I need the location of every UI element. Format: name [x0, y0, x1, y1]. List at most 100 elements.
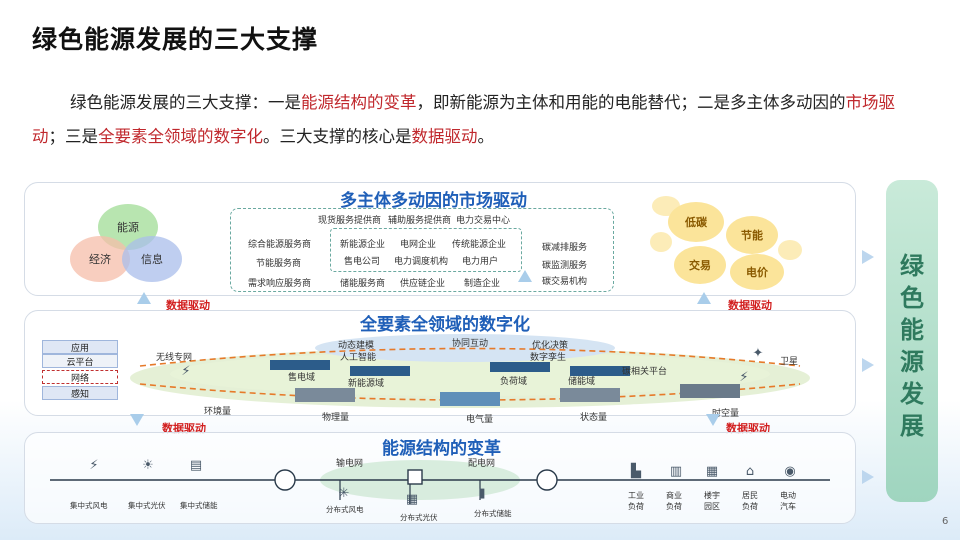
side-char-2: 色	[900, 284, 924, 312]
gold-bubble-energysaving: 节能	[726, 216, 778, 254]
digital-label-interaction: 协同互动	[452, 339, 489, 349]
gold-bubble-price: 电价	[730, 254, 784, 290]
market-mid2-2: 电力调度机构	[394, 257, 449, 267]
energy-title: 能源结构的变革	[382, 439, 501, 459]
quantity-status: 状态量	[580, 413, 608, 423]
market-top-1: 现货服务提供商	[318, 216, 382, 226]
distributed-wind-icon: ✳	[338, 486, 350, 501]
market-bottom-3: 制造企业	[464, 279, 501, 289]
satellite-icon: ✦	[752, 346, 764, 361]
side-char-5: 发	[900, 380, 924, 408]
grid-transmission: 输电网	[336, 459, 364, 469]
digital-label-ai: 人工智能	[340, 353, 377, 363]
layer-cloud: 云平台	[42, 354, 118, 368]
data-driven-label-2: 数据驱动	[728, 299, 772, 312]
page-number: 6	[942, 516, 949, 527]
residence-icon: ⌂	[745, 464, 755, 479]
side-char-1: 绿	[900, 252, 924, 280]
gold-label-trade: 交易	[689, 259, 711, 272]
para-text-5: 。	[477, 127, 495, 146]
storage-icon: ▤	[189, 458, 203, 473]
market-mid2-1: 售电公司	[344, 257, 381, 267]
digital-label-modeling: 动态建模	[338, 341, 375, 351]
market-participants-area	[230, 208, 614, 292]
right-item-commerce: 商业 负荷	[666, 491, 682, 511]
market-mid1-2: 电网企业	[400, 240, 437, 250]
gold-bubble-lowcarbon: 低碳	[668, 202, 724, 242]
energy-network-graphic	[50, 460, 830, 504]
distributed-storage-icon: ▮	[478, 486, 486, 501]
market-bottom-2: 供应链企业	[400, 279, 446, 289]
data-driven-arrow-left-bottom-icon	[130, 414, 144, 426]
gold-label-price: 电价	[746, 266, 768, 279]
layer-network: 网络	[42, 370, 118, 384]
market-top-3: 电力交易中心	[456, 216, 511, 226]
venn-label-energy: 能源	[117, 221, 139, 234]
left-item-wind: 集中式风电	[70, 501, 108, 510]
right-item-ev: 电动 汽车	[780, 491, 796, 511]
arrow-to-goal-1-icon	[862, 250, 874, 264]
venn-circle-economy: 经济	[70, 236, 130, 282]
data-driven-label-3: 数据驱动	[162, 422, 206, 435]
digital-label-carbon: 碳相关平台	[622, 367, 668, 377]
market-right-1: 碳减排服务	[542, 243, 588, 253]
gold-label-lowcarbon: 低碳	[685, 216, 707, 229]
arrow-to-goal-3-icon	[862, 470, 874, 484]
side-char-4: 源	[900, 348, 924, 376]
gold-bubble-trade: 交易	[674, 246, 726, 284]
data-driven-arrow-right-bottom-icon	[706, 414, 720, 426]
green-energy-panel	[886, 180, 938, 502]
mid-item-wind: 分布式风电	[326, 505, 364, 514]
market-mid1-3: 传统能源企业	[452, 240, 507, 250]
left-item-storage: 集中式储能	[180, 501, 218, 510]
grid-distribution: 配电网	[468, 459, 496, 469]
digital-title: 全要素全领域的数字化	[360, 315, 530, 335]
layer-sensing: 感知	[42, 386, 118, 400]
layer-label-cloud: 云平台	[66, 357, 94, 368]
data-driven-arrow-right-top-icon	[697, 292, 711, 304]
para-text-1: 绿色能源发展的三大支撑：一是	[70, 93, 301, 112]
page-title: 绿色能源发展的三大支撑	[32, 25, 319, 54]
data-driven-label-4: 数据驱动	[726, 422, 770, 435]
right-item-residence: 居民 负荷	[742, 491, 758, 511]
venn-label-economy: 经济	[89, 253, 111, 266]
para-highlight-3: 全要素全领域的数字化	[98, 127, 263, 146]
quantity-electrical: 电气量	[466, 415, 494, 425]
ev-icon: ◉	[784, 464, 796, 479]
market-left-2: 节能服务商	[256, 259, 302, 269]
para-text-2: ，即新能源为主体和用能的电能替代；二是多主体多动因的	[416, 93, 846, 112]
distributed-solar-icon: ▦	[405, 492, 419, 507]
layer-label-network: 网络	[70, 373, 89, 384]
quantity-spacetime: 时空量	[712, 409, 740, 419]
layer-label-sensing: 感知	[70, 389, 89, 400]
digital-label-decision: 优化决策	[532, 341, 569, 351]
digital-platform-graphic	[130, 334, 810, 408]
para-highlight-2: 市场驱动	[32, 93, 895, 146]
digital-label-load: 负荷域	[500, 377, 528, 387]
tower-icon-left: ⚡	[181, 364, 191, 379]
digital-label-satellite: 卫星	[780, 357, 799, 367]
mid-item-solar: 分布式光伏	[400, 513, 438, 522]
right-item-industry: 工业 负荷	[628, 491, 644, 511]
market-right-2: 碳监测服务	[542, 261, 588, 271]
para-highlight-4: 数据驱动	[411, 127, 478, 146]
market-bottom-1: 储能服务商	[340, 279, 386, 289]
wind-turbine-icon: ⚡	[89, 458, 99, 473]
bubble-decoration-2	[778, 240, 802, 260]
para-text-3: ；三是	[48, 127, 99, 146]
commerce-icon: ▥	[669, 464, 683, 479]
market-title: 多主体多动因的市场驱动	[340, 191, 527, 211]
market-left-3: 需求响应服务商	[248, 279, 312, 289]
digital-label-sales: 售电域	[288, 373, 316, 383]
gold-label-energysaving: 节能	[741, 229, 763, 242]
core-entities-box	[330, 228, 522, 272]
venn-circle-info: 信息	[122, 236, 182, 282]
data-driven-arrow-left-top-icon	[137, 292, 151, 304]
side-char-6: 展	[900, 412, 924, 440]
intro-paragraph: 绿色能源发展的三大支撑：一是能源结构的变革，即新能源为主体和用能的电能替代；二是…	[32, 86, 912, 154]
para-highlight-1: 能源结构的变革	[301, 93, 417, 112]
market-inner-arrow-icon	[518, 270, 532, 282]
market-mid1-1: 新能源企业	[340, 240, 386, 250]
market-top-2: 辅助服务提供商	[388, 216, 452, 226]
side-char-3: 能	[900, 316, 924, 344]
